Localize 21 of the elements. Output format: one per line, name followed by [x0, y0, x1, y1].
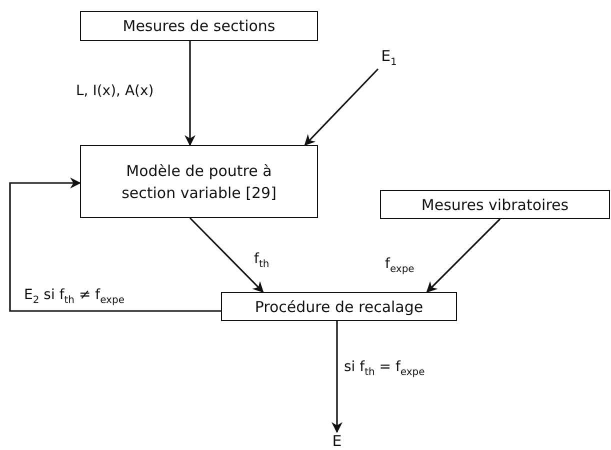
node-label: E [327, 432, 347, 450]
edge-label: E$_{2}$ si f$_{th}$ ≠ f$_{expe}$ [24, 286, 124, 308]
arrow [189, 217, 264, 293]
edge-label: f$_{expe}$ [385, 255, 414, 277]
arrow [184, 41, 196, 146]
process-box [80, 145, 318, 218]
edge-label: L, I(x), A(x) [76, 82, 154, 100]
arrow [332, 321, 342, 434]
arrow [9, 178, 221, 312]
box-text: Procédure de recalage [254, 296, 424, 318]
process-box [80, 11, 318, 41]
edge-label: f$_{th}$ [254, 250, 270, 272]
box-text: Mesures vibratoires [421, 194, 569, 216]
arrow [304, 68, 379, 146]
arrow [426, 218, 501, 293]
box-text: Modèle de poutre à section variable [29] [120, 160, 278, 204]
box-text: Mesures de sections [122, 16, 276, 37]
process-box [380, 190, 610, 219]
node-label: E$_{1}$ [378, 48, 400, 70]
edge-label: si f$_{th}$ = f$_{expe}$ [344, 358, 425, 380]
process-box [221, 292, 457, 321]
